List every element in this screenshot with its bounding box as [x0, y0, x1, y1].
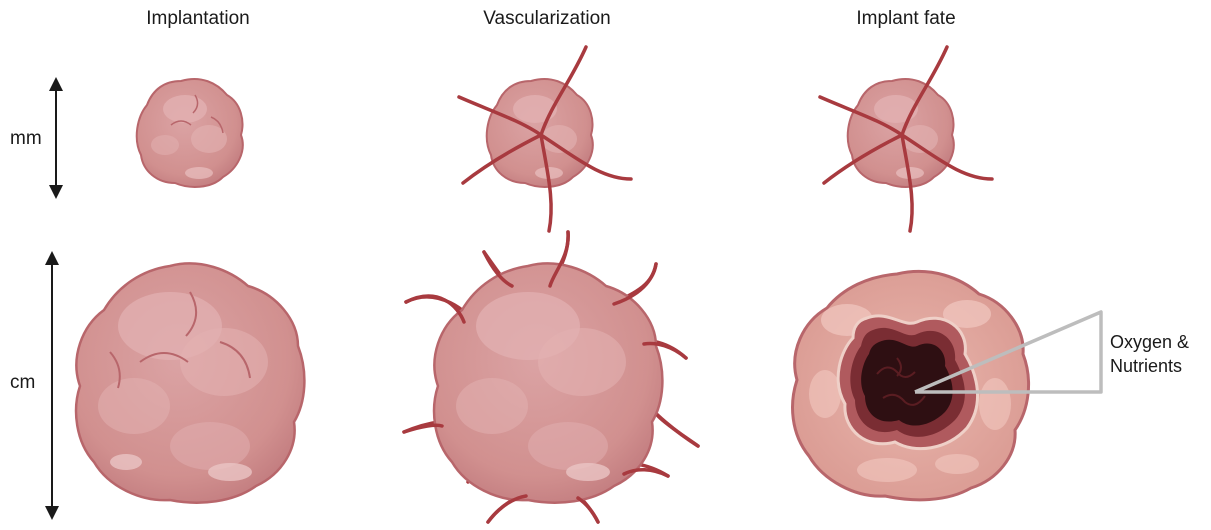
small-spheroid-vascularized [459, 47, 631, 231]
blood-vessels [459, 47, 631, 231]
blood-vessels [820, 47, 992, 231]
large-spheroid-cross-section [793, 271, 1101, 499]
large-spheroid-vascularized [404, 232, 698, 522]
small-spheroid-implantation [137, 79, 243, 187]
large-spheroid-implantation [76, 263, 304, 502]
small-spheroid-fate [820, 47, 992, 231]
